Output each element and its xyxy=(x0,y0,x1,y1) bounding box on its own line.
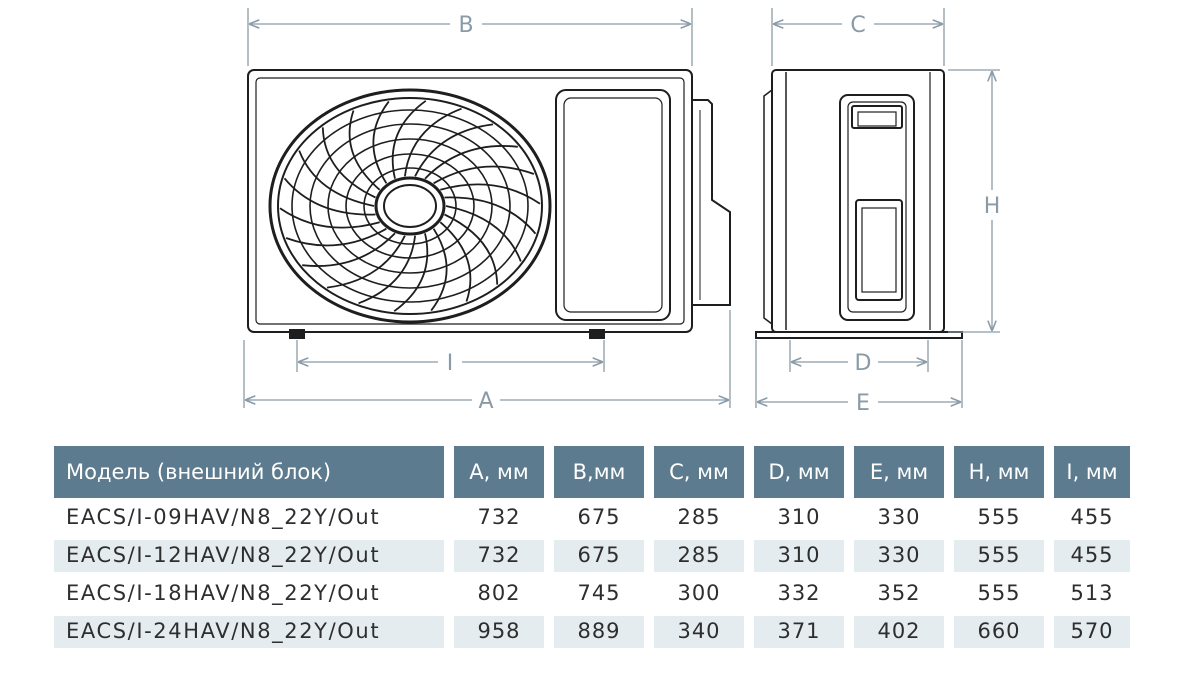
cell-e: 330 xyxy=(877,505,921,529)
header-e: E, мм xyxy=(854,446,944,498)
row-stripe xyxy=(1054,616,1130,648)
cell-h: 555 xyxy=(977,505,1021,529)
header-model: Модель (внешний блок) xyxy=(54,446,444,498)
cell-c: 285 xyxy=(677,543,721,567)
cell-model: EACS/I-12HAV/N8_22Y/Out xyxy=(66,543,381,567)
cell-model: EACS/I-24HAV/N8_22Y/Out xyxy=(66,619,381,643)
cell-model: EACS/I-09HAV/N8_22Y/Out xyxy=(66,505,381,529)
row-stripe xyxy=(854,616,944,648)
row-stripe xyxy=(654,540,744,572)
header-c: C, мм xyxy=(654,446,744,498)
fan-blade-line xyxy=(348,110,381,191)
fan-blade-line xyxy=(283,177,376,216)
row-stripe xyxy=(54,616,444,648)
fan-blade-line xyxy=(358,235,416,305)
cell-h: 660 xyxy=(977,619,1021,643)
fan-blade-line xyxy=(372,100,390,184)
dim-label-b: B xyxy=(458,13,473,38)
fan-blade-line xyxy=(302,232,396,267)
front-view xyxy=(247,69,731,339)
fan-blade-line xyxy=(445,205,522,262)
cell-d: 332 xyxy=(777,581,821,605)
cell-d: 310 xyxy=(777,543,821,567)
row-stripe xyxy=(654,616,744,648)
cell-c: 285 xyxy=(677,505,721,529)
dim-label-d: D xyxy=(855,351,872,376)
dim-label-i: I xyxy=(447,351,454,376)
row-stripe xyxy=(554,540,644,572)
fan-blade-line xyxy=(414,123,494,177)
cell-a: 732 xyxy=(477,505,521,529)
row-stripe xyxy=(554,616,644,648)
header-i: I, мм xyxy=(1054,446,1130,498)
row-stripe xyxy=(954,540,1044,572)
fan-blade-line xyxy=(285,227,387,247)
cell-a: 802 xyxy=(477,581,521,605)
cell-d: 310 xyxy=(777,505,821,529)
cell-c: 340 xyxy=(677,619,721,643)
cell-b: 675 xyxy=(577,543,621,567)
dim-label-e: E xyxy=(856,391,870,416)
row-stripe xyxy=(454,616,544,648)
cell-c: 300 xyxy=(677,581,721,605)
side-view xyxy=(755,69,963,339)
header-b: B,мм xyxy=(554,446,644,498)
cell-a: 732 xyxy=(477,543,521,567)
cell-i: 455 xyxy=(1070,505,1114,529)
cell-h: 555 xyxy=(977,581,1021,605)
fan-blade-line xyxy=(444,213,499,285)
cell-b: 889 xyxy=(577,619,621,643)
row-stripe xyxy=(854,540,944,572)
cell-b: 745 xyxy=(577,581,621,605)
header-d: D, мм xyxy=(754,446,844,498)
cell-i: 570 xyxy=(1070,619,1114,643)
cell-e: 330 xyxy=(877,543,921,567)
cell-d: 371 xyxy=(777,619,821,643)
row-stripe xyxy=(1054,540,1130,572)
dim-label-a: A xyxy=(478,389,493,414)
cell-i: 455 xyxy=(1070,543,1114,567)
fan-blade-line xyxy=(321,127,376,199)
fan-blade-line xyxy=(326,235,406,289)
fan-blade-line xyxy=(279,207,380,229)
fan-blade-line xyxy=(393,233,429,312)
cell-e: 402 xyxy=(877,619,921,643)
fan-blade-line xyxy=(439,221,472,302)
row-stripe xyxy=(54,540,444,572)
fan-blade-line xyxy=(433,165,535,185)
fan-blade-line xyxy=(444,196,537,235)
cell-model: EACS/I-18HAV/N8_22Y/Out xyxy=(66,581,381,605)
cell-i: 513 xyxy=(1070,581,1114,605)
fan-blade-line xyxy=(404,107,462,177)
fan-blade-line xyxy=(424,145,518,180)
dim-label-c: C xyxy=(850,13,865,38)
header-h: H, мм xyxy=(954,446,1044,498)
header-a: A, мм xyxy=(454,446,544,498)
cell-e: 352 xyxy=(877,581,921,605)
fan-blade-line xyxy=(430,228,448,312)
row-stripe xyxy=(754,540,844,572)
row-stripe xyxy=(454,540,544,572)
cell-h: 555 xyxy=(977,543,1021,567)
dimension-lines xyxy=(243,8,1000,408)
row-stripe xyxy=(954,616,1044,648)
fan-blade-line xyxy=(391,100,427,179)
fan-blade-line xyxy=(440,183,541,205)
fan-grille xyxy=(268,88,552,324)
cell-a: 958 xyxy=(477,619,521,643)
fan-blade-line xyxy=(298,150,375,207)
cell-b: 675 xyxy=(577,505,621,529)
row-stripe xyxy=(754,616,844,648)
dim-label-h: H xyxy=(984,194,1001,219)
outdoor-unit-dimension-drawing: B C H I A D E xyxy=(243,8,1001,416)
